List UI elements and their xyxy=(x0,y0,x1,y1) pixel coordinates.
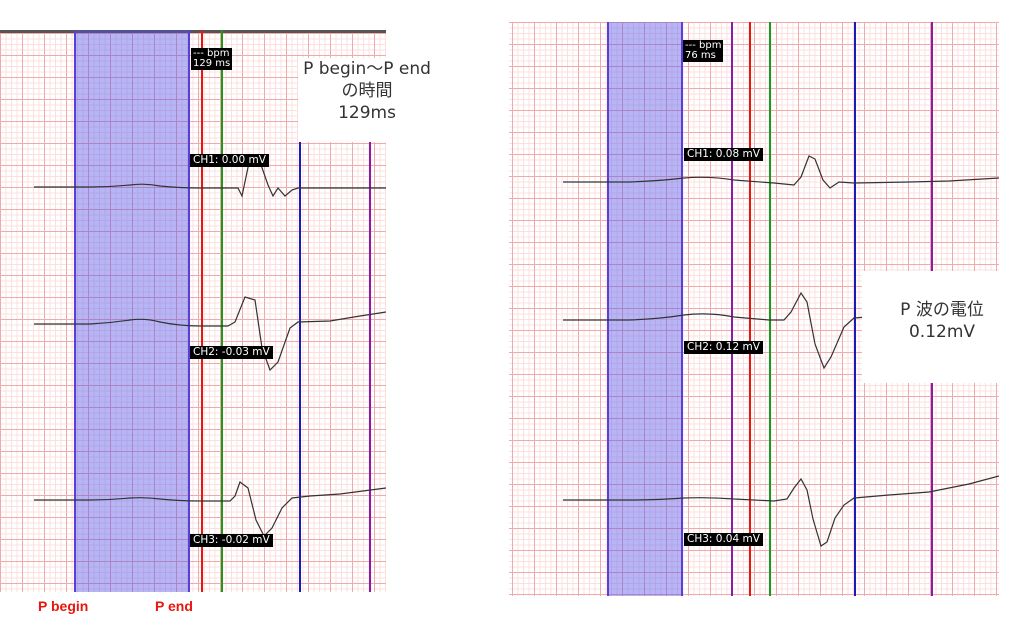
panel-top-border xyxy=(0,30,386,33)
ecg-trace-ch1 xyxy=(563,155,999,189)
cursor-green[interactable] xyxy=(221,30,223,592)
ch2-value-label: CH2: 0.12 mV xyxy=(684,341,763,354)
bpm-readout: --- bpm 76 ms xyxy=(683,40,724,62)
interval-ms-value: 76 ms xyxy=(685,50,716,61)
p-wave-potential-annotation: P 波の電位 0.12mV xyxy=(862,271,1022,383)
ch2-value-label: CH2: -0.03 mV xyxy=(190,346,273,359)
cursor-purple-left[interactable] xyxy=(731,22,733,596)
cursor-blue[interactable] xyxy=(854,22,856,596)
interval-ms-value: 129 ms xyxy=(193,58,231,69)
ecg-trace-ch3 xyxy=(34,481,386,538)
cursor-purple[interactable] xyxy=(369,142,371,592)
cursor-red[interactable] xyxy=(749,22,751,596)
bpm-value: --- bpm xyxy=(685,40,722,51)
ecg-panel-right: --- bpm 76 ms CH1: 0.08 mV CH2: 0.12 mV … xyxy=(509,22,999,596)
ecg-trace-ch3 xyxy=(563,475,999,547)
annotation-line-1: P begin～P end xyxy=(303,59,431,79)
annotation-line-2: 0.12mV xyxy=(908,322,976,342)
annotation-line-1: P 波の電位 xyxy=(900,300,984,320)
p-end-label: P end xyxy=(155,598,193,614)
annotation-line-3: 129ms xyxy=(338,103,396,123)
ecg-traces-right xyxy=(563,155,999,547)
ecg-trace-ch2 xyxy=(563,291,868,370)
p-begin-label: P begin xyxy=(38,598,89,614)
bpm-value: --- bpm xyxy=(193,48,230,59)
p-interval-annotation: P begin～P end の時間 129ms xyxy=(298,58,436,142)
cursor-red[interactable] xyxy=(201,30,203,592)
ch1-value-label: CH1: 0.00 mV xyxy=(190,154,269,167)
cursor-blue[interactable] xyxy=(299,142,301,592)
ch3-value-label: CH3: -0.02 mV xyxy=(190,534,273,547)
annotation-line-2: の時間 xyxy=(341,81,393,101)
bpm-readout: --- bpm 129 ms xyxy=(191,48,233,70)
cursor-green[interactable] xyxy=(769,22,771,596)
ch3-value-label: CH3: 0.04 mV xyxy=(684,533,763,546)
ch1-value-label: CH1: 0.08 mV xyxy=(684,148,763,161)
ecg-trace-ch2 xyxy=(34,296,386,372)
